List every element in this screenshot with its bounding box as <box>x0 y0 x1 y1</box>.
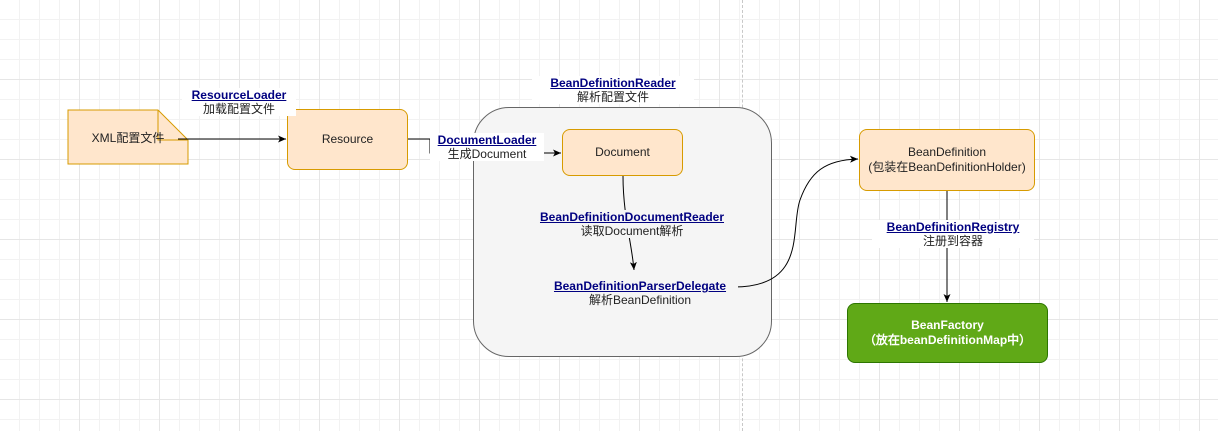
document-label: Document <box>595 145 650 159</box>
bean-definition-node[interactable]: BeanDefinition (包装在BeanDefinitionHolder) <box>859 129 1035 191</box>
xml-note-fold <box>157 110 188 141</box>
bean-definition-registry-label[interactable]: BeanDefinitionRegistry 注册到容器 <box>872 220 1034 248</box>
resource-node[interactable]: Resource <box>287 109 408 170</box>
edge-delegate-to-bean-definition[interactable] <box>733 155 859 288</box>
resource-loader-label[interactable]: ResourceLoader 加载配置文件 <box>182 88 296 116</box>
document-loader-desc: 生成Document <box>447 147 527 161</box>
bean-definition-parser-delegate-label[interactable]: BeanDefinitionParserDelegate 解析BeanDefin… <box>542 279 738 307</box>
bean-definition-registry-desc: 注册到容器 <box>922 234 983 248</box>
bean-definition-document-reader-link[interactable]: BeanDefinitionDocumentReader <box>539 210 725 224</box>
bean-definition-document-reader-label[interactable]: BeanDefinitionDocumentReader 读取Document解… <box>526 210 738 238</box>
bean-factory-node[interactable]: BeanFactory （放在beanDefinitionMap中） <box>847 303 1048 363</box>
resource-loader-link[interactable]: ResourceLoader <box>191 88 287 102</box>
bean-definition-reader-label[interactable]: BeanDefinitionReader 解析配置文件 <box>532 76 694 104</box>
bean-definition-reader-desc: 解析配置文件 <box>576 90 649 104</box>
xml-config-node[interactable]: XML配置文件 <box>68 110 188 164</box>
bean-definition-reader-link[interactable]: BeanDefinitionReader <box>550 76 676 90</box>
document-loader-label[interactable]: DocumentLoader 生成Document <box>430 133 544 161</box>
resource-label: Resource <box>321 132 374 146</box>
bean-definition-parser-delegate-desc: 解析BeanDefinition <box>588 293 692 307</box>
document-loader-link[interactable]: DocumentLoader <box>437 133 537 147</box>
bean-definition-parser-delegate-link[interactable]: BeanDefinitionParserDelegate <box>553 279 727 293</box>
xml-config-label: XML配置文件 <box>91 130 165 145</box>
bean-definition-label-line2: (包装在BeanDefinitionHolder) <box>868 160 1026 174</box>
bean-definition-registry-link[interactable]: BeanDefinitionRegistry <box>886 220 1020 234</box>
bean-definition-label-line1: BeanDefinition <box>907 145 987 159</box>
bean-factory-label-line2: （放在beanDefinitionMap中） <box>863 333 1032 347</box>
bean-definition-document-reader-desc: 读取Document解析 <box>580 224 684 238</box>
document-node[interactable]: Document <box>562 129 683 176</box>
resource-loader-desc: 加载配置文件 <box>202 102 275 116</box>
bean-factory-label-line1: BeanFactory <box>911 318 984 332</box>
